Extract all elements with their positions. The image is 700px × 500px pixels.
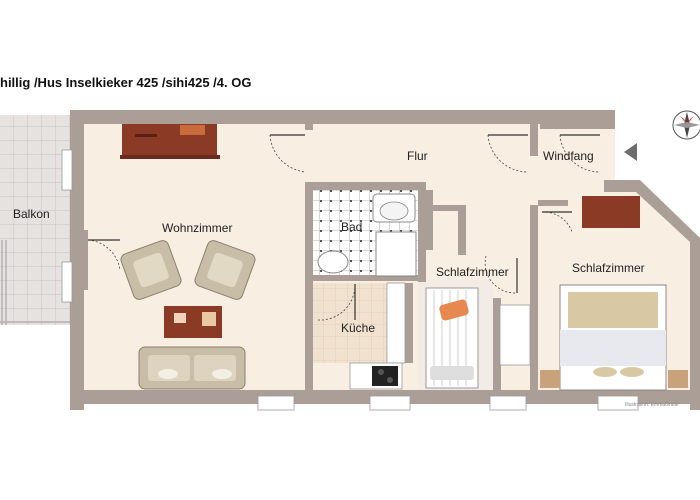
room-label-wohnzimmer: Wohnzimmer — [162, 221, 232, 235]
room-label-bad: Bad — [341, 220, 362, 234]
room-label-kueche: Küche — [341, 321, 375, 335]
wardrobe — [499, 304, 531, 366]
entrance-arrow-icon — [624, 143, 637, 161]
door-leaves — [88, 134, 600, 320]
desk — [582, 196, 640, 228]
bath-fixtures — [317, 193, 417, 277]
windows — [61, 149, 639, 411]
sideboard — [120, 124, 220, 159]
small-bed — [425, 287, 479, 389]
sofa — [138, 346, 246, 390]
plan-title: hillig /Hus Inselkieker 425 /sihi425 /4.… — [0, 75, 252, 90]
compass-icon — [672, 110, 700, 140]
double-bed — [540, 284, 688, 391]
coffee-table — [164, 306, 222, 338]
door-swings — [87, 134, 601, 321]
room-label-flur: Flur — [407, 149, 428, 163]
illustration-credit: Illustration: EmmaGrafik — [625, 402, 679, 408]
armchair-left — [120, 240, 182, 300]
balcony — [0, 115, 70, 325]
armchair-right — [194, 240, 256, 300]
room-label-schlafzimmer-small: Schlafzimmer — [436, 265, 509, 279]
kitchen-fixtures — [349, 282, 406, 390]
walls — [70, 110, 700, 410]
room-label-windfang: Windfang — [543, 149, 594, 163]
room-label-schlafzimmer-large: Schlafzimmer — [572, 261, 645, 275]
room-label-balkon: Balkon — [13, 207, 50, 221]
